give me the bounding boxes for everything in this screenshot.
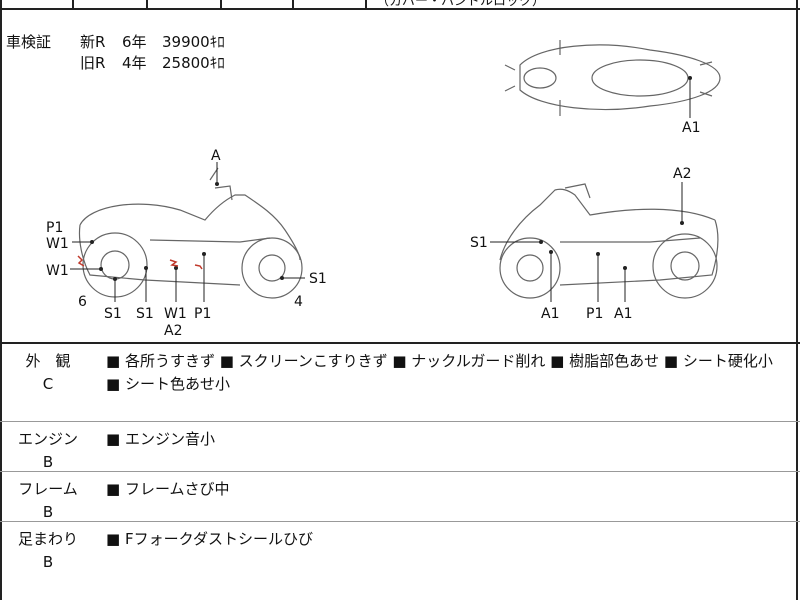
inspection-group: 旧R — [80, 54, 106, 72]
label-p1: P1 — [194, 306, 211, 322]
section-grade: B — [42, 553, 54, 571]
divider — [0, 471, 800, 472]
section-category: エンジン — [18, 430, 79, 448]
label-a2: A2 — [164, 323, 182, 339]
divider — [0, 342, 800, 344]
column-divider — [365, 0, 367, 8]
cropped-header-text: （カバー・ハンドルロック） — [376, 0, 546, 9]
label-a1: A1 — [682, 120, 700, 136]
label-s1: S1 — [136, 306, 154, 322]
divider — [0, 521, 800, 522]
divider — [0, 421, 800, 422]
label-a1: A1 — [614, 306, 632, 322]
label-a1: A1 — [541, 306, 559, 322]
section-grade: B — [42, 503, 54, 521]
section-note: ■ フレームさび中 — [106, 480, 230, 498]
inspection-info: 車検証 新R 6年 39900ｷﾛ 旧R 4年 25800ｷﾛ — [6, 32, 225, 74]
section-suspension: 足まわり B ■ Fフォークダストシールひび — [0, 522, 800, 600]
inspection-group: 新R — [80, 33, 106, 51]
section-category: フレーム — [18, 480, 78, 498]
column-divider — [220, 0, 222, 8]
label-p1: P1 — [586, 306, 603, 322]
label-4: 4 — [294, 294, 303, 310]
inspection-label: 車検証 — [6, 33, 52, 51]
section-grade: B — [42, 453, 54, 471]
section-note: ■ エンジン音小 — [106, 430, 215, 448]
inspection-price: 25800ｷﾛ — [162, 54, 225, 72]
section-engine: エンジン B ■ エンジン音小 — [0, 422, 800, 471]
scooter-right-side — [499, 183, 719, 299]
top-table-strip: （カバー・ハンドルロック） — [0, 0, 800, 10]
column-divider — [292, 0, 294, 8]
label-a2: A2 — [673, 166, 691, 182]
scooter-left-side — [78, 167, 303, 299]
column-divider — [72, 0, 74, 8]
inspection-years: 4年 — [122, 54, 147, 72]
section-category: 外 観 — [25, 352, 71, 370]
inspection-row-new: 車検証 新R 6年 39900ｷﾛ — [6, 32, 225, 53]
inspection-years: 6年 — [122, 33, 147, 51]
damage-diagram: A1 A P1 W1 W1 6 S1 S1 W1 A2 P1 S1 4 A2 S… — [46, 40, 721, 339]
section-exterior: 外 観 C ■ 各所うすきず ■ スクリーンこすりきず ■ ナックルガード削れ … — [0, 344, 800, 420]
section-category: 足まわり — [18, 530, 79, 548]
label-w1: W1 — [46, 236, 69, 252]
inspection-row-old: 旧R 4年 25800ｷﾛ — [6, 53, 225, 74]
label-p1: P1 — [46, 220, 63, 236]
label-s1: S1 — [470, 235, 488, 251]
section-note: ■ 各所うすきず ■ スクリーンこすりきず ■ ナックルガード削れ ■ 樹脂部色… — [106, 352, 773, 393]
section-grade: C — [42, 375, 54, 393]
section-note: ■ Fフォークダストシールひび — [106, 530, 313, 548]
inspection-price: 39900ｷﾛ — [162, 33, 225, 51]
label-a: A — [211, 148, 221, 164]
column-divider — [146, 0, 148, 8]
label-w1: W1 — [164, 306, 187, 322]
label-s1: S1 — [104, 306, 122, 322]
label-s1: S1 — [309, 271, 327, 287]
label-w1: W1 — [46, 263, 69, 279]
section-frame: フレーム B ■ フレームさび中 — [0, 472, 800, 521]
label-6: 6 — [78, 294, 87, 310]
scooter-top-view — [504, 40, 721, 116]
